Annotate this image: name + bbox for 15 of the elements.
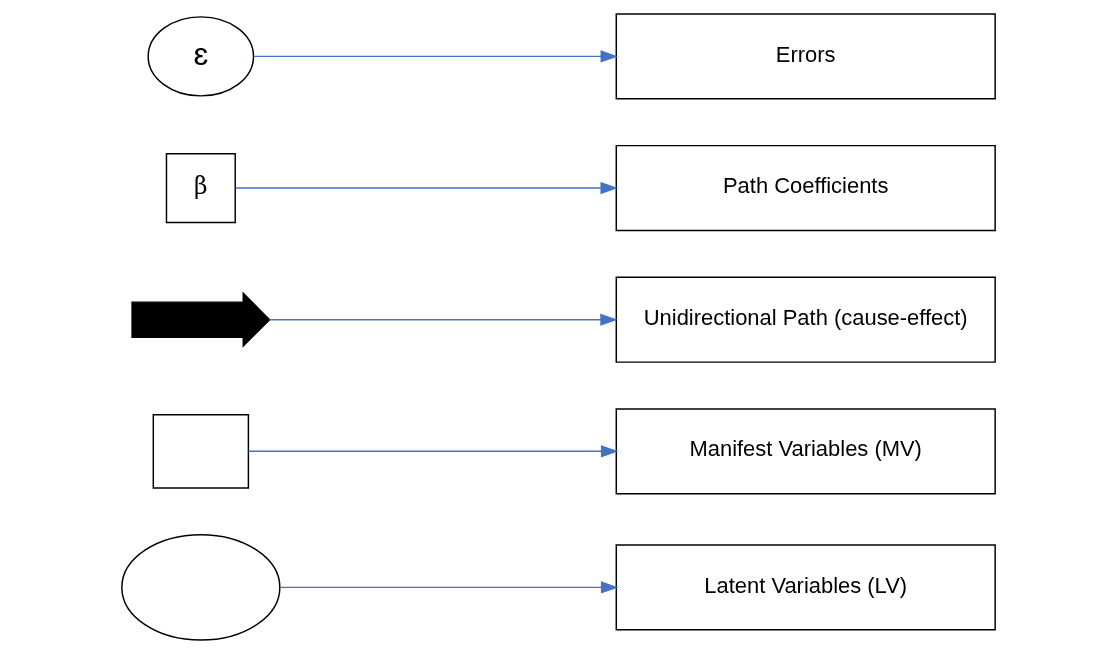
node-ellipse: ɛ [146, 16, 254, 97]
arrow [268, 313, 618, 326]
node-ellipse [120, 534, 281, 641]
node-arrow [130, 291, 271, 348]
arrow [279, 581, 618, 594]
node-box [152, 414, 249, 489]
node-box: Errors [615, 13, 996, 100]
node-box: Unidirectional Path (cause-effect) [615, 276, 996, 363]
node-box: Manifest Variables (MV) [615, 408, 996, 495]
node-box: Path Coefficients [615, 144, 996, 232]
node-box: β [165, 152, 236, 224]
arrow [252, 50, 618, 63]
arrow [234, 181, 618, 195]
node-box: Latent Variables (LV) [615, 544, 996, 631]
arrow [247, 445, 618, 458]
